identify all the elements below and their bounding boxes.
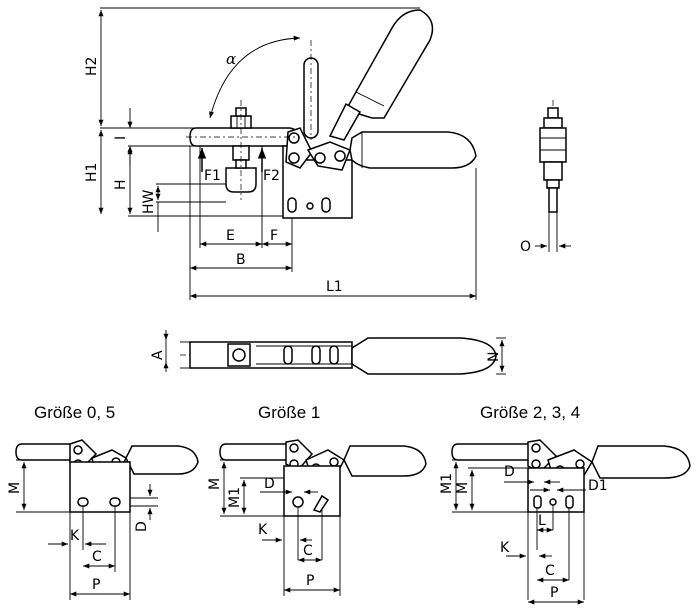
dim-HW: HW	[141, 189, 157, 214]
dim-M1-1: M1	[227, 487, 243, 508]
dim-F: F	[270, 228, 278, 244]
dim-P-2-3-4: P	[550, 585, 558, 601]
size-variant-0-5: Größe 0, 5 M D K C P	[7, 403, 199, 600]
dim-C-0-5: C	[92, 549, 102, 565]
dim-A: A	[150, 350, 166, 360]
dim-D-0-5: D	[134, 521, 150, 532]
end-view: O	[520, 100, 571, 255]
dim-D-2-3-4: D	[504, 464, 515, 480]
dim-B: B	[236, 252, 246, 268]
dim-M-0-5: M	[7, 482, 23, 494]
force-F2: F2	[263, 168, 280, 184]
variant-title-1: Größe 1	[258, 403, 320, 422]
angle-alpha: α	[226, 50, 236, 68]
top-view: A N	[150, 330, 506, 375]
dim-M-1: M	[207, 478, 223, 490]
dim-L1: L1	[326, 279, 343, 295]
force-F1: F1	[204, 168, 221, 184]
dim-P-1: P	[306, 573, 314, 589]
variant-title-0-5: Größe 0, 5	[34, 403, 115, 422]
dim-E: E	[226, 228, 235, 244]
size-variant-1: Größe 1 M M1 D K C P	[207, 403, 427, 596]
dim-H: H	[113, 179, 129, 190]
variant-title-2-3-4: Größe 2, 3, 4	[480, 403, 580, 422]
dim-M-2-3-4: M	[455, 482, 471, 494]
dim-C-1: C	[303, 543, 313, 559]
top-handle	[351, 337, 497, 375]
handle-closed	[349, 131, 477, 169]
dim-C-2-3-4: C	[545, 563, 555, 579]
dim-I: I	[113, 136, 129, 140]
dim-K-0-5: K	[70, 528, 80, 544]
dim-K-2-3-4: K	[500, 540, 510, 556]
dim-M1-2-3-4: M1	[439, 473, 455, 494]
dim-O: O	[520, 239, 531, 255]
dim-H2: H2	[84, 57, 100, 76]
dim-N: N	[486, 352, 502, 362]
dim-L-2-3-4: L	[538, 513, 546, 529]
dim-P-0-5: P	[92, 577, 100, 593]
handle-open	[344, 9, 434, 119]
dim-D-1: D	[264, 476, 275, 492]
dim-H1: H1	[84, 163, 100, 182]
main-view: H2 H1 I H HW α F1 F2 E F B L1	[84, 7, 477, 300]
dim-K-1: K	[258, 522, 268, 538]
dim-D1-2-3-4: D1	[588, 478, 608, 494]
size-variant-2-3-4: Größe 2, 3, 4 M1 M D D1 L	[439, 403, 691, 605]
